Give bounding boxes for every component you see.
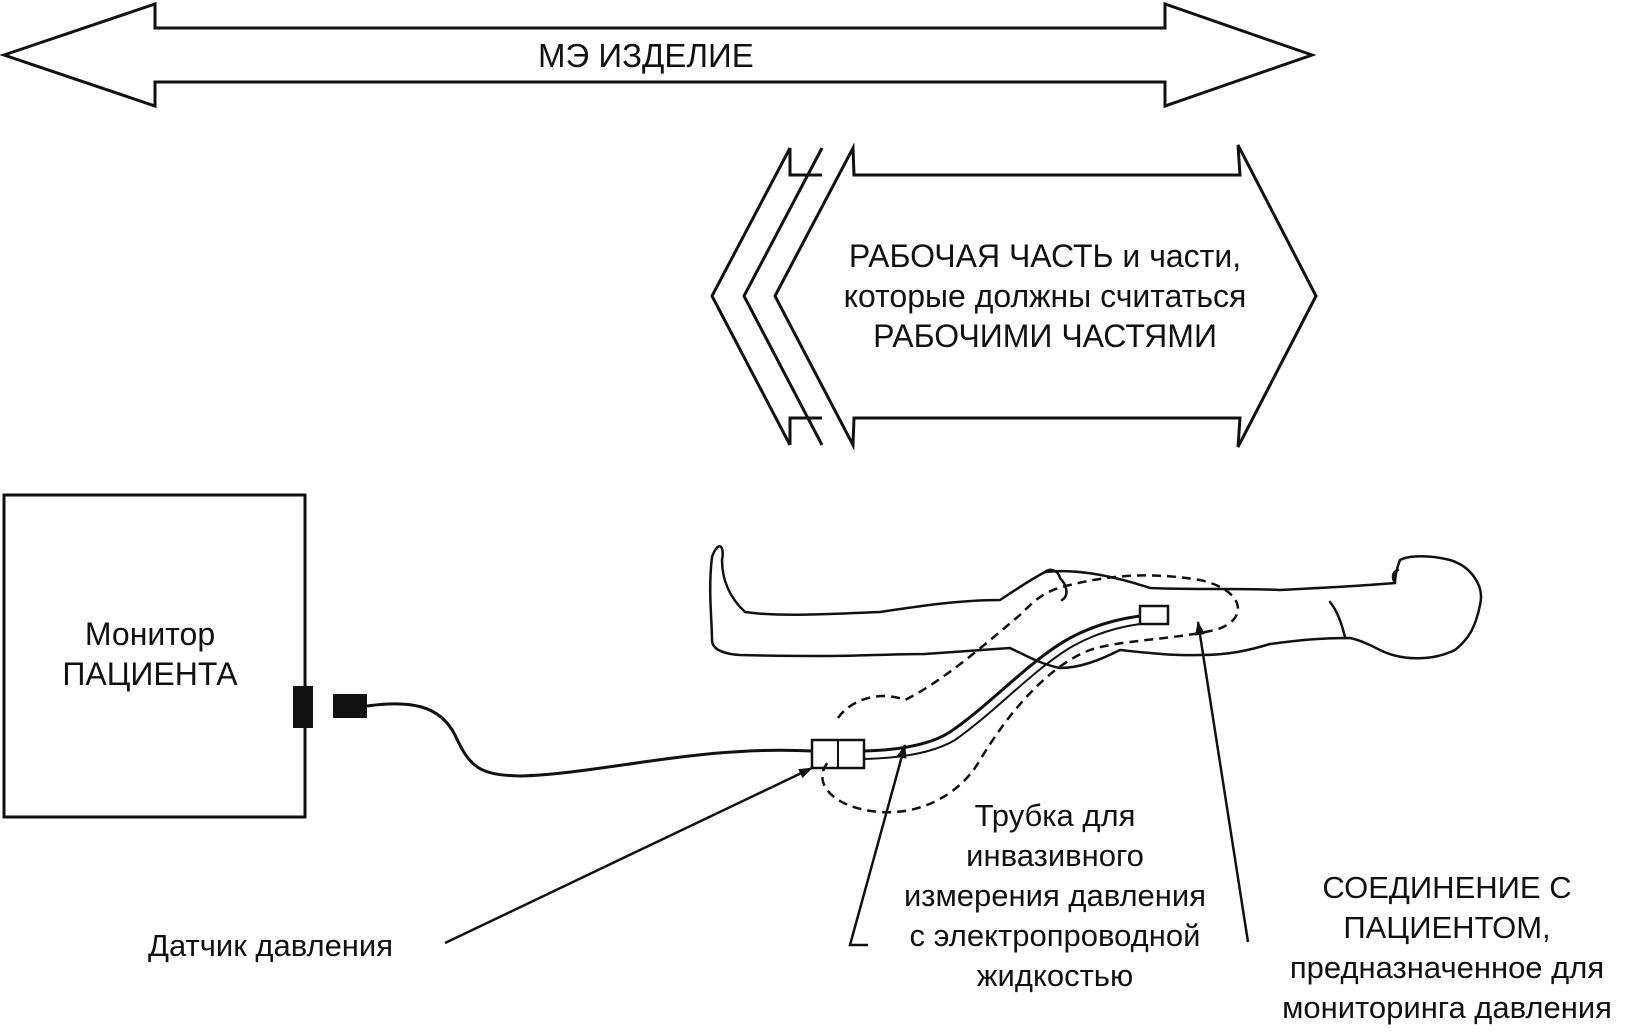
me-device-label: МЭ ИЗДЕЛИЕ bbox=[538, 37, 754, 74]
patient-monitor-box bbox=[2, 493, 307, 819]
applied-part-line-1: РАБОЧАЯ ЧАСТЬ и части, bbox=[848, 238, 1242, 274]
monitor-label: Монитор ПАЦИЕНТА bbox=[30, 614, 270, 694]
patient-connection-line-2: ПАЦИЕНТОМ, bbox=[1343, 910, 1551, 945]
tube-line-2: инвазивного bbox=[966, 838, 1144, 873]
applied-part-arrow bbox=[710, 142, 1318, 451]
applied-part-boundary bbox=[821, 574, 1240, 814]
sensor-label: Датчик давления bbox=[148, 928, 394, 963]
patient-connection-leader bbox=[1195, 621, 1250, 943]
patient-figure bbox=[708, 545, 1483, 670]
monitor-line-2: ПАЦИЕНТА bbox=[62, 656, 238, 692]
patient-connection-label: СОЕДИНЕНИЕ С ПАЦИЕНТОМ, предназначенное … bbox=[1256, 868, 1638, 1028]
patient-connection-line-4: мониторинга давления bbox=[1282, 990, 1612, 1025]
tube-leader bbox=[848, 744, 907, 947]
patient-connection-line-3: предназначенное для bbox=[1289, 950, 1605, 985]
monitor-line-1: Монитор bbox=[84, 616, 216, 652]
patient-connector bbox=[1138, 604, 1170, 626]
tube-label: Трубка для инвазивного измерения давлени… bbox=[870, 796, 1240, 996]
me-device-arrow bbox=[0, 1, 1317, 109]
applied-part-line-3: РАБОЧИМИ ЧАСТЯМИ bbox=[873, 318, 1217, 354]
tube-line-5: жидкостью bbox=[976, 958, 1134, 993]
sensor-leader bbox=[444, 766, 813, 945]
tube-line-4: с электропроводной bbox=[909, 918, 1201, 953]
applied-part-label: РАБОЧАЯ ЧАСТЬ и части, которые должны сч… bbox=[810, 236, 1280, 356]
cable-plug bbox=[333, 694, 367, 718]
tube-line-3: измерения давления bbox=[903, 878, 1207, 913]
tube-line-1: Трубка для bbox=[974, 798, 1136, 833]
sensor-cable bbox=[366, 702, 813, 778]
patient-connection-line-1: СОЕДИНЕНИЕ С bbox=[1322, 870, 1572, 905]
monitor-connector bbox=[293, 686, 313, 728]
pressure-tube bbox=[863, 612, 1161, 753]
applied-part-line-2: которые должны считаться bbox=[843, 278, 1247, 314]
